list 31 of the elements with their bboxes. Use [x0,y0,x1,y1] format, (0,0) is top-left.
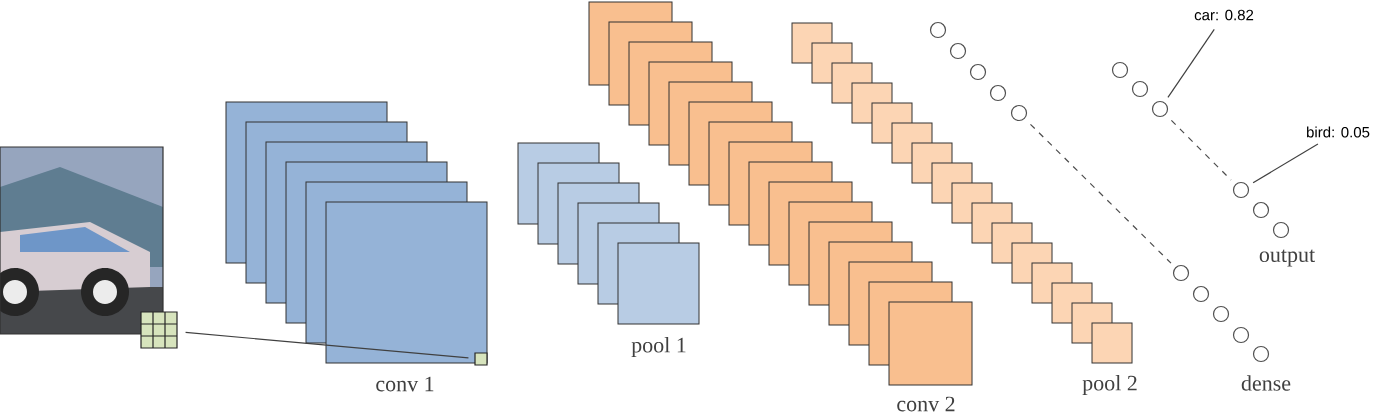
layer-label: conv 1 [376,376,434,392]
neuron-circle [1252,201,1270,219]
neuron-circle [1192,285,1210,303]
neuron-circle [949,42,967,60]
neuron-circle [1172,264,1190,282]
kernel-grid [140,311,178,349]
car-photo-drawing [0,146,164,335]
leader-line [1167,28,1215,98]
neuron-circle [929,21,947,39]
score-label: bird: 0.05 [1307,126,1370,138]
neuron-circle [969,63,987,81]
layer-label: dense [1241,375,1291,391]
ellipsis-line [1029,123,1172,264]
layer-label: output [1259,249,1315,267]
neuron-circle [1151,100,1169,118]
connector-line [184,331,470,359]
neuron-circle [1232,326,1250,344]
layer-label: pool 2 [1082,375,1137,395]
neuron-circle [1252,345,1270,363]
score-label: car: 0.82 [1194,9,1254,21]
neuron-circle [989,84,1007,102]
layer-label: pool 1 [631,337,686,357]
neuron-circle [1131,80,1149,98]
neuron-circle [1111,61,1129,79]
neuron-circle [1272,221,1290,239]
kernel-square [474,352,488,366]
neuron-circle [1232,181,1250,199]
layer-label: conv 2 [897,396,955,412]
neuron-circle [1212,305,1230,323]
neuron-circle [1010,104,1028,122]
leader-line [1252,143,1319,184]
